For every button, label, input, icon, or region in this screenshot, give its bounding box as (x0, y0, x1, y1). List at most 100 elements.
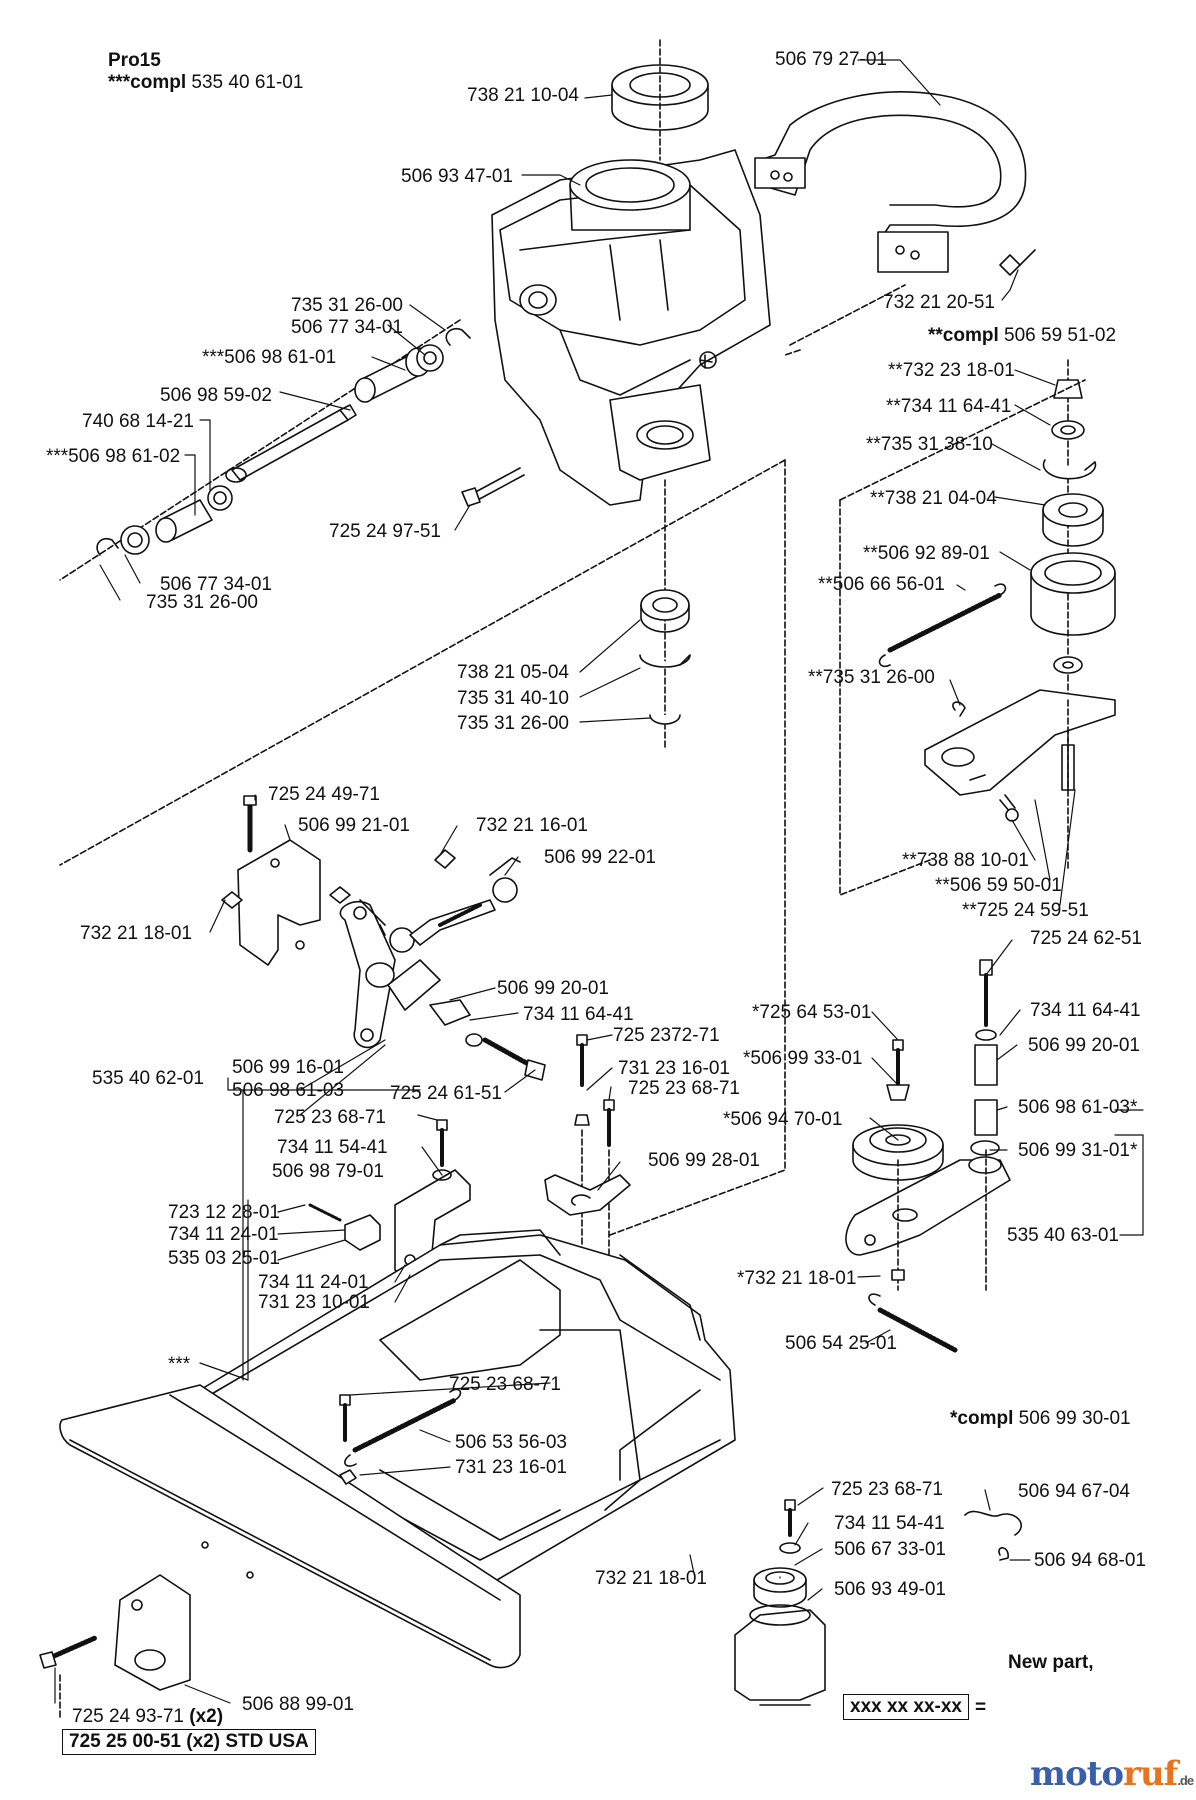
dashed-guides (59, 284, 1086, 1236)
part-label: 732 21 16-01 (476, 815, 588, 836)
part-label: 506 99 31-01* (1018, 1140, 1138, 1161)
small-bracket (544, 1174, 631, 1216)
swing-arm-plate (924, 689, 1116, 871)
part-label: 506 93 47-01 (401, 166, 513, 187)
fuel-tank (734, 1499, 826, 1706)
part-label: *725 64 53-01 (752, 1002, 872, 1023)
front-bumper (59, 1384, 521, 1669)
part-label: **738 88 10-01 (902, 850, 1029, 871)
mount-foot (39, 1574, 191, 1721)
part-label: 506 88 99-01 (242, 1694, 354, 1715)
part-label: **506 92 89-01 (863, 543, 990, 564)
part-label: 740 68 14-21 (82, 411, 194, 432)
part-label: 738 21 05-04 (457, 662, 569, 683)
caster-stack-right (1030, 359, 1116, 781)
part-label: 506 99 21-01 (298, 815, 410, 836)
part-label: 725 23 68-71 (449, 1374, 561, 1395)
part-label: 735 31 26-00 (291, 295, 403, 316)
turnbuckle-rod (329, 849, 521, 953)
part-label: 725 2372-71 (613, 1025, 720, 1046)
part-label: 506 99 20-01 (1028, 1035, 1140, 1056)
part-label: **725 24 59-51 (962, 900, 1089, 921)
part-label: 725 23 68-71 (831, 1479, 943, 1500)
part-label: 506 98 61-03* (1018, 1097, 1138, 1118)
compl-prefix: ***compl (108, 72, 187, 93)
part-label: 731 23 16-01 (618, 1058, 730, 1079)
part-label: 506 99 28-01 (648, 1150, 760, 1171)
bracket-mid-left (221, 795, 321, 966)
part-label: *506 94 70-01 (723, 1109, 843, 1130)
bolt-ref: 725 24 93-71 (x2) (72, 1706, 224, 1727)
part-label: 725 23 68-71 (628, 1078, 740, 1099)
part-label: **506 66 56-01 (818, 574, 945, 595)
steering-strap (754, 91, 1036, 276)
part-label: **738 21 04-04 (870, 488, 997, 509)
part-label: 535 40 62-01 (92, 1068, 204, 1089)
part-label: 725 24 61-51 (390, 1083, 502, 1104)
bolt-ref-usa: 725 25 00-51 (x2) STD USA (62, 1729, 316, 1755)
part-label: 734 11 24-01 (168, 1224, 279, 1245)
part-label: 506 98 59-02 (160, 385, 272, 406)
part-label: **732 23 18-01 (888, 360, 1015, 381)
part-label: 732 21 18-01 (80, 923, 192, 944)
gear-housing-casting (491, 149, 771, 506)
part-label: 506 98 61-03 (232, 1080, 344, 1101)
part-label: 506 94 68-01 (1034, 1550, 1146, 1571)
part-label: **734 11 64-41 (886, 396, 1012, 417)
compl-label: **compl 506 59 51-02 (928, 325, 1117, 346)
part-label: 535 40 63-01 (1007, 1225, 1119, 1246)
spring-deck (339, 1388, 462, 1485)
leader-lines (54, 59, 1144, 1704)
bearing-stack-center (639, 479, 691, 751)
part-label: 734 11 24-01 (258, 1272, 369, 1293)
new-part-legend: New part, (1008, 1652, 1094, 1673)
part-label: 506 99 22-01 (544, 847, 656, 868)
new-part-code-box: xxx xx xx-xx (843, 1694, 969, 1720)
part-label: ***506 98 61-01 (202, 347, 337, 368)
part-label: ***506 98 61-02 (46, 446, 181, 467)
part-label: **506 59 50-01 (935, 875, 1062, 896)
spacer-stack-right (970, 959, 1000, 1291)
part-label: 725 24 62-51 (1030, 928, 1142, 949)
part-label: 735 31 40-10 (457, 688, 569, 709)
equals-sign: = (975, 1697, 987, 1718)
compl-number: 535 40 61-01 (191, 72, 304, 93)
spring-upper-right (878, 583, 1007, 668)
part-label: 731 23 10-01 (258, 1292, 370, 1313)
part-label: *** (168, 1354, 191, 1375)
part-label: 735 31 26-00 (146, 592, 258, 613)
part-label: 734 11 54-41 (277, 1137, 388, 1158)
part-label: 506 53 56-03 (455, 1432, 567, 1453)
part-label: 738 21 10-04 (467, 85, 579, 106)
part-label: 723 12 28-01 (168, 1202, 280, 1223)
part-label: 506 67 33-01 (834, 1539, 946, 1560)
part-label: *506 99 33-01 (743, 1048, 863, 1069)
compl-header: ***compl 535 40 61-01 (108, 72, 303, 94)
part-label: 725 24 97-51 (329, 521, 441, 542)
part-label: 506 94 67-04 (1018, 1481, 1130, 1502)
part-label: 506 93 49-01 (834, 1579, 946, 1600)
pulley-assembly (845, 1039, 1011, 1353)
bolt-housing (461, 467, 525, 507)
part-label: 506 99 16-01 (232, 1057, 344, 1078)
part-label: 506 54 25-01 (785, 1333, 897, 1354)
part-label: 725 24 49-71 (268, 784, 380, 805)
part-label: **735 31 26-00 (808, 667, 935, 688)
hose-clip (964, 1510, 1022, 1561)
part-label: 732 21 18-01 (595, 1568, 707, 1589)
model-name: Pro15 (108, 50, 161, 71)
part-label: 734 11 54-41 (834, 1513, 945, 1534)
link-arm (339, 900, 546, 1081)
part-label: **735 31 38-10 (866, 434, 993, 455)
switch-bracket (308, 1119, 471, 1286)
part-label: 506 79 27-01 (775, 49, 887, 70)
part-label: 734 11 64-41 (523, 1004, 634, 1025)
part-label: 735 31 26-00 (457, 713, 569, 734)
part-label: 506 77 34-01 (291, 317, 403, 338)
part-label: 725 23 68-71 (274, 1107, 386, 1128)
part-label: 506 77 34-01 (160, 574, 272, 595)
bearing-top (611, 39, 709, 161)
part-label: 732 21 20-51 (883, 292, 995, 313)
